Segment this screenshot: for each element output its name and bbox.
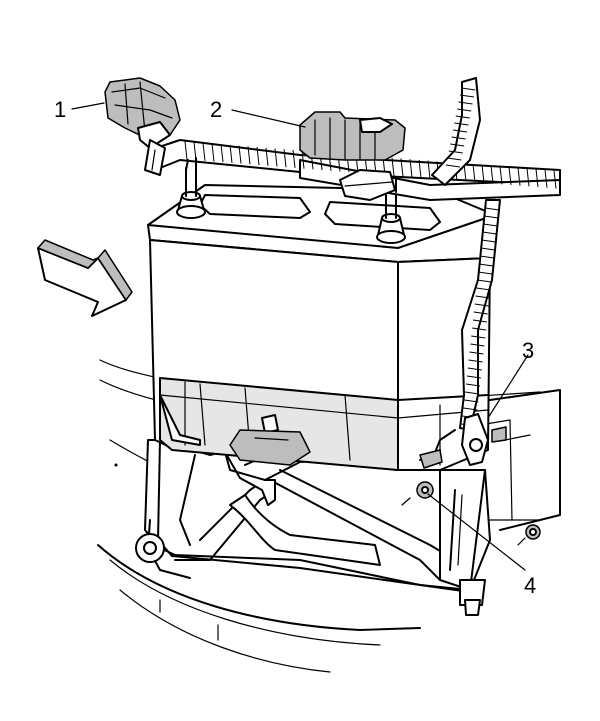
bolt-icon (229, 414, 311, 466)
callouts: 1 2 3 4 (54, 97, 536, 598)
callout-leader-lines (71, 102, 529, 571)
battery-tray-bracket (135, 439, 491, 616)
ground-terminal (419, 413, 489, 469)
battery-terminals (176, 167, 406, 244)
vehicle-body-structure (97, 359, 561, 673)
bolt-icon (517, 524, 541, 546)
callout-1: 1 (54, 97, 66, 122)
electrical-connector-icon (299, 111, 406, 161)
electrical-connector-icon (104, 77, 181, 176)
callout-3: 3 (522, 338, 534, 363)
battery-icon (147, 184, 496, 471)
front-direction-arrow-icon (37, 239, 133, 317)
callout-2: 2 (210, 97, 222, 122)
wiring-harness (149, 77, 561, 431)
bolt-icon (401, 481, 434, 506)
callout-4: 4 (524, 573, 536, 598)
